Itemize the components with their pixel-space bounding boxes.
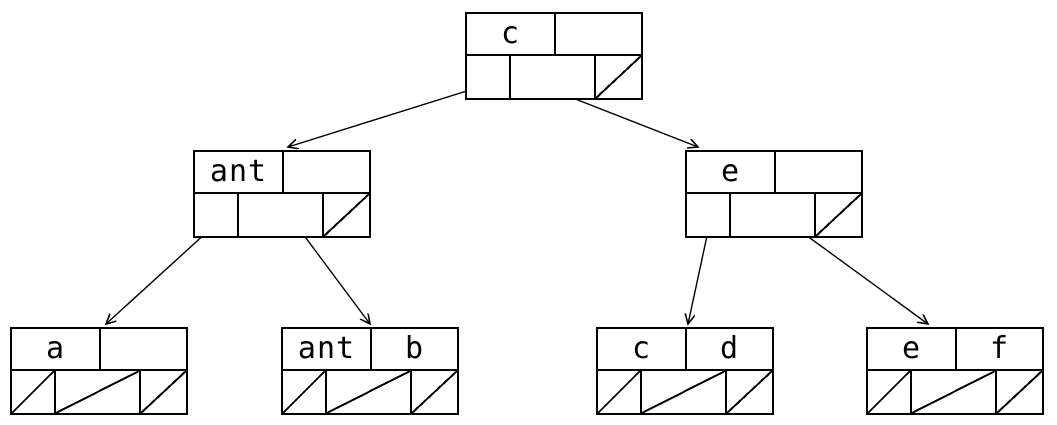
- null-pointer-cell: [12, 371, 54, 413]
- key-cell: ant: [297, 331, 356, 366]
- null-pointer-cell: [322, 194, 369, 236]
- key-cell: d: [685, 329, 772, 369]
- tree-node-leaf-ant-b: ant b: [281, 327, 459, 415]
- key-cell: b: [370, 329, 457, 369]
- null-pointer-cell: [725, 371, 772, 413]
- key-cell: e: [901, 331, 922, 366]
- key-cell-empty: [282, 152, 369, 192]
- key-row: e: [687, 152, 861, 194]
- null-pointer-cell: [324, 371, 411, 413]
- key-cell: e: [720, 154, 741, 189]
- key-row: c: [467, 14, 641, 56]
- pointer-cell: [508, 56, 594, 98]
- key-row: a: [12, 329, 186, 371]
- null-pointer-cell: [814, 194, 861, 236]
- pointer-cell: [467, 56, 509, 98]
- key-row: e f: [868, 329, 1042, 371]
- pointer-row: [467, 56, 641, 98]
- tree-node-leaf-c-d: c d: [596, 327, 774, 415]
- null-pointer-cell: [639, 371, 726, 413]
- pointer-cell: [687, 194, 729, 236]
- null-pointer-cell: [868, 371, 910, 413]
- key-cell: a: [45, 331, 66, 366]
- key-cell-empty: [774, 152, 861, 192]
- null-pointer-cell: [598, 371, 640, 413]
- tree-node-leaf-a: a: [10, 327, 188, 415]
- tree-node-internal-left: ant: [193, 150, 371, 238]
- edge-root-to-internal-left: [288, 83, 490, 147]
- null-pointer-cell: [139, 371, 186, 413]
- null-pointer-cell: [283, 371, 325, 413]
- key-row: c d: [598, 329, 772, 371]
- pointer-row: [868, 371, 1042, 413]
- pointer-cell: [236, 194, 322, 236]
- key-cell-empty: [99, 329, 186, 369]
- null-pointer-cell: [995, 371, 1042, 413]
- key-cell: f: [955, 329, 1042, 369]
- tree-node-leaf-e-f: e f: [866, 327, 1044, 415]
- key-cell-empty: [554, 14, 641, 54]
- pointer-row: [195, 194, 369, 236]
- key-row: ant: [195, 152, 369, 194]
- key-cell: ant: [209, 154, 268, 189]
- null-pointer-cell: [909, 371, 996, 413]
- key-cell: c: [500, 16, 521, 51]
- tree-node-internal-right: e: [685, 150, 863, 238]
- pointer-row: [12, 371, 186, 413]
- pointer-row: [283, 371, 457, 413]
- key-row: ant b: [283, 329, 457, 371]
- key-cell: c: [631, 331, 652, 366]
- null-pointer-cell: [410, 371, 457, 413]
- pointer-row: [687, 194, 861, 236]
- pointer-row: [598, 371, 772, 413]
- pointer-cell: [195, 194, 237, 236]
- tree-node-root: c: [465, 12, 643, 100]
- null-pointer-cell: [53, 371, 140, 413]
- null-pointer-cell: [594, 56, 641, 98]
- pointer-cell: [728, 194, 814, 236]
